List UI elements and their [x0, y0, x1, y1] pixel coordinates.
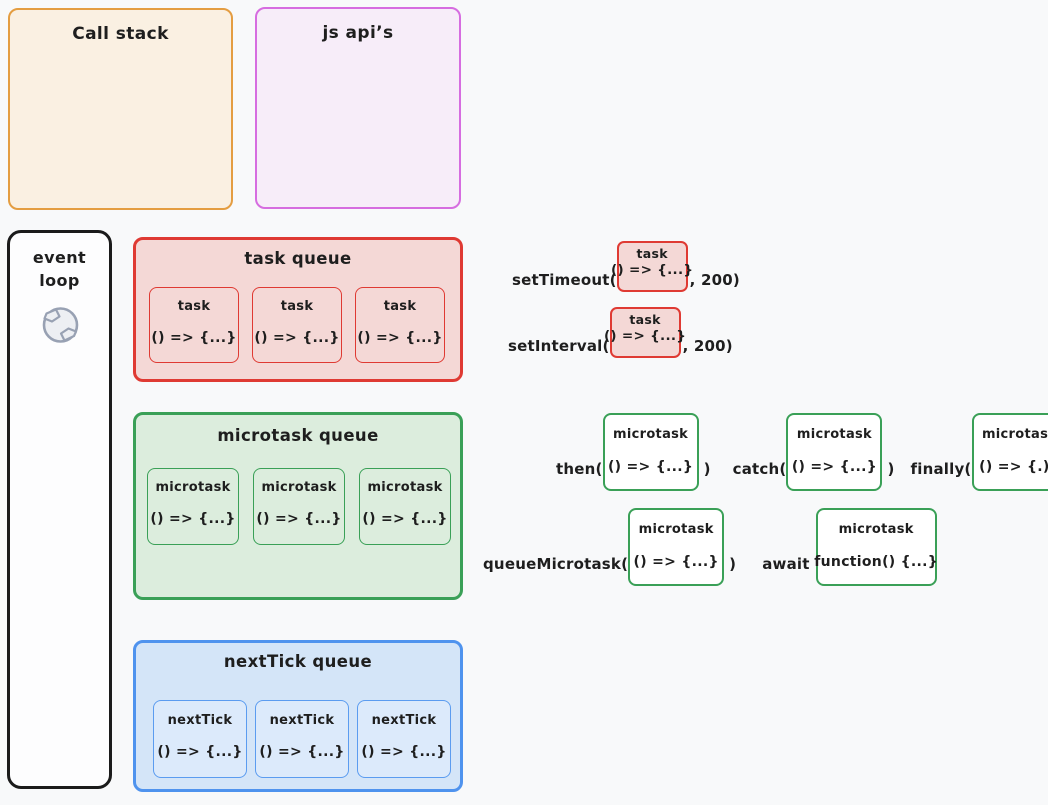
- task-card-label: task: [636, 246, 668, 261]
- task-card: task () => {...}: [355, 287, 445, 363]
- set-timeout-example: setTimeout( task () => {...} , 200): [512, 241, 740, 292]
- catch-label: catch(: [732, 460, 787, 478]
- microtask-card-code: () => {.)}: [979, 459, 1048, 475]
- next-tick-queue-box: nextTick queue nextTick () => {...} next…: [133, 640, 463, 792]
- then-close-paren: ): [703, 460, 711, 478]
- microtask-card-label: microtask: [367, 480, 443, 495]
- await-microtask-card: microtask function() {...}: [814, 508, 939, 586]
- task-card-label: task: [177, 299, 211, 314]
- next-tick-card: nextTick () => {...}: [357, 700, 451, 778]
- microtask-card-label: microtask: [981, 427, 1048, 442]
- set-interval-suffix: , 200): [682, 337, 733, 355]
- queue-microtask-label: queueMicrotask(: [483, 555, 629, 573]
- task-card-code: () => {...}: [357, 330, 443, 346]
- then-label: then(: [556, 460, 603, 478]
- task-queue-cards: task () => {...} task () => {...} task (…: [149, 287, 445, 363]
- set-timeout-suffix: , 200): [689, 271, 740, 289]
- task-card-label: task: [383, 299, 417, 314]
- task-card-code: () => {...}: [603, 328, 687, 344]
- next-tick-card-label: nextTick: [371, 713, 437, 728]
- set-interval-task-card: task () => {...}: [604, 307, 686, 358]
- microtask-card-label: microtask: [838, 522, 914, 537]
- await-label: await: [762, 555, 810, 573]
- catch-close-paren: ): [887, 460, 895, 478]
- microtask-card-code: () => {...}: [150, 511, 236, 527]
- next-tick-queue-title: nextTick queue: [223, 652, 373, 671]
- finally-label: finally(: [910, 460, 972, 478]
- call-stack-title: Call stack: [72, 24, 169, 44]
- microtask-card-label: microtask: [261, 480, 337, 495]
- next-tick-card-label: nextTick: [167, 713, 233, 728]
- microtask-queue-cards: microtask () => {...} microtask () => {.…: [147, 468, 451, 545]
- queue-microtask-close-paren: ): [729, 555, 737, 573]
- microtask-card: microtask () => {...}: [253, 468, 345, 545]
- js-apis-title: js api’s: [322, 23, 394, 43]
- task-card-label: task: [629, 312, 661, 327]
- microtask-card-code: () => {...}: [791, 459, 878, 475]
- microtask-queue-title: microtask queue: [217, 426, 379, 445]
- then-microtask-card: microtask () => {...}: [602, 413, 699, 491]
- queue-microtask-card: microtask () => {...}: [628, 508, 725, 586]
- catch-microtask-card: microtask () => {...}: [786, 413, 883, 491]
- task-card: task () => {...}: [149, 287, 239, 363]
- microtask-card-code: () => {...}: [256, 511, 342, 527]
- task-card-label: task: [280, 299, 314, 314]
- task-queue-title: task queue: [244, 249, 352, 268]
- refresh-cycle-icon: [10, 303, 109, 351]
- event-loop-title-line2: loop: [39, 271, 80, 290]
- next-tick-card-code: () => {...}: [361, 744, 447, 760]
- finally-microtask-card: microtask () => {.)}: [971, 413, 1048, 491]
- set-timeout-label: setTimeout(: [512, 271, 617, 289]
- task-queue-box: task queue task () => {...} task () => {…: [133, 237, 463, 382]
- next-tick-queue-cards: nextTick () => {...} nextTick () => {...…: [153, 700, 451, 778]
- queue-microtask-row: queueMicrotask( microtask () => {...} ) …: [483, 508, 939, 586]
- microtask-card-label: microtask: [796, 427, 872, 442]
- microtask-card-label: microtask: [155, 480, 231, 495]
- set-timeout-task-card: task () => {...}: [611, 241, 693, 292]
- next-tick-card-label: nextTick: [269, 713, 335, 728]
- microtask-card-code: () => {...}: [607, 459, 694, 475]
- microtask-card-code: () => {...}: [633, 554, 719, 570]
- task-card-code: () => {...}: [254, 330, 340, 346]
- task-card-code: () => {...}: [151, 330, 237, 346]
- js-apis-box: js api’s: [255, 7, 461, 209]
- microtask-queue-box: microtask queue microtask () => {...} mi…: [133, 412, 463, 600]
- set-interval-label: setInterval(: [508, 337, 610, 355]
- next-tick-card-code: () => {...}: [259, 744, 345, 760]
- event-loop-box: event loop: [7, 230, 112, 789]
- set-interval-example: setInterval( task () => {...} , 200): [508, 307, 733, 358]
- microtask-card: microtask () => {...}: [147, 468, 239, 545]
- next-tick-card: nextTick () => {...}: [255, 700, 349, 778]
- promise-callbacks-row: then( microtask () => {...} ) catch( mic…: [556, 413, 1048, 491]
- microtask-card-label: microtask: [613, 427, 689, 442]
- microtask-card-code: () => {...}: [362, 511, 448, 527]
- microtask-card-label: microtask: [638, 522, 714, 537]
- next-tick-card: nextTick () => {...}: [153, 700, 247, 778]
- task-card: task () => {...}: [252, 287, 342, 363]
- microtask-card: microtask () => {...}: [359, 468, 451, 545]
- microtask-card-code: function() {...}: [814, 554, 939, 570]
- event-loop-title-line1: event: [32, 248, 87, 267]
- next-tick-card-code: () => {...}: [157, 744, 243, 760]
- call-stack-box: Call stack: [8, 8, 233, 210]
- task-card-code: () => {...}: [611, 262, 694, 278]
